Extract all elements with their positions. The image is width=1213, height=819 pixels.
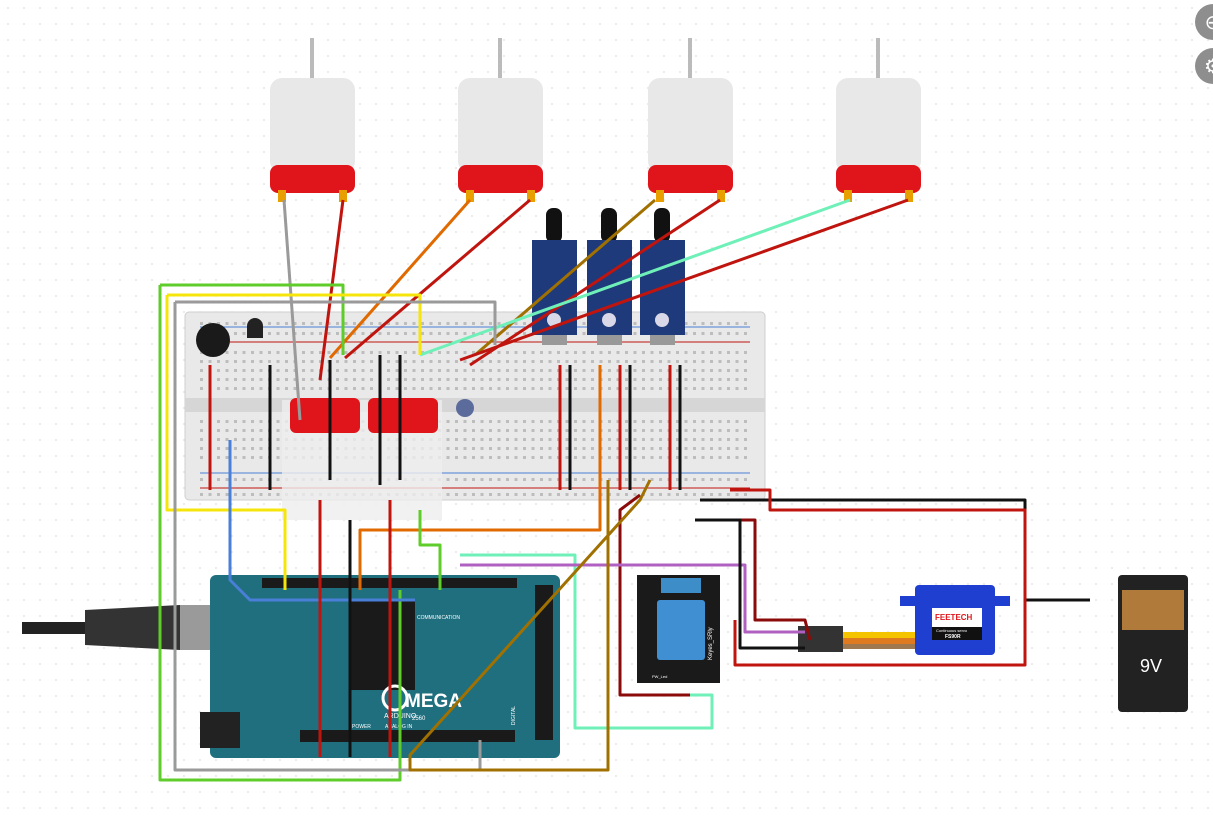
wire-mint-7[interactable]: [419, 198, 851, 357]
wire-purple-16[interactable]: [460, 563, 805, 634]
wire-orange-3[interactable]: [328, 199, 472, 359]
power-label: POWER: [352, 724, 371, 730]
wire-black-18[interactable]: [695, 518, 805, 650]
minus-circle-icon: ⊖: [1204, 11, 1213, 34]
wire-red-13[interactable]: [730, 488, 1027, 667]
wire-red-26[interactable]: [208, 365, 672, 490]
wire-mint-15[interactable]: [460, 553, 714, 730]
dc-motor-breadboard-2[interactable]: [362, 398, 442, 520]
dc-motor-4[interactable]: [836, 38, 921, 202]
wire-red-8[interactable]: [459, 198, 909, 362]
wire-red-6[interactable]: [469, 198, 721, 367]
wire-darkred-14[interactable]: [618, 493, 700, 697]
servo-type: Continuous servo: [936, 628, 968, 633]
wire-gray-1[interactable]: [282, 199, 302, 421]
breadboard[interactable]: [184, 311, 766, 501]
relay-label: Keyes_SRly: [708, 627, 714, 660]
wire-brown-5[interactable]: [474, 198, 656, 357]
wire-brown-19[interactable]: [408, 479, 652, 772]
battery-9v[interactable]: 9V: [1118, 575, 1188, 712]
servo-brand: FEETECH: [935, 613, 973, 622]
wire-blue-21[interactable]: [228, 440, 415, 602]
dc-motor-2[interactable]: [458, 38, 543, 202]
wire-gray-11[interactable]: [173, 300, 497, 772]
buzzer[interactable]: [196, 323, 230, 357]
dc-motor-1[interactable]: [270, 38, 355, 202]
dc-motor-breadboard-1[interactable]: [282, 398, 362, 520]
zoom-out-button[interactable]: ⊖: [1195, 4, 1213, 40]
relay-led-label: PW_Led: [652, 674, 667, 679]
wire-red-23[interactable]: [318, 500, 392, 757]
wire-green-9[interactable]: [158, 283, 402, 782]
digital-label: DIGITAL: [511, 706, 517, 725]
potentiometer[interactable]: [456, 399, 474, 417]
arduino-model-label: MEGA: [405, 691, 462, 712]
wire-orange-20[interactable]: [358, 365, 602, 590]
wire-red-2[interactable]: [318, 199, 345, 381]
arduino-mega[interactable]: MEGA 2560 ARDUINO COMMUNICATION DIGITAL …: [200, 575, 560, 758]
servo-model: FS90R: [945, 634, 961, 640]
servo-motor[interactable]: FEETECH Continuous servo FS90R: [798, 585, 1010, 655]
wire-darkred-17[interactable]: [725, 518, 812, 641]
dc-motor-3[interactable]: [648, 38, 733, 202]
gear-icon: ⚙: [1204, 54, 1213, 79]
temperature-sensor[interactable]: [247, 318, 263, 338]
relay-module[interactable]: Keyes_SRly PW_Led: [637, 575, 720, 683]
battery-label: 9V: [1140, 656, 1162, 676]
arduino-chip-label: 2560: [412, 716, 426, 722]
wire-green-25[interactable]: [418, 510, 442, 590]
arduino-logo-icon: [381, 684, 409, 712]
wire-black-27[interactable]: [268, 365, 682, 490]
settings-button[interactable]: ⚙: [1195, 48, 1213, 84]
wire-red-4[interactable]: [344, 198, 531, 360]
communication-label: COMMUNICATION: [417, 615, 460, 621]
wire-black-22[interactable]: [328, 355, 402, 485]
wire-yellow-10[interactable]: [165, 293, 422, 590]
